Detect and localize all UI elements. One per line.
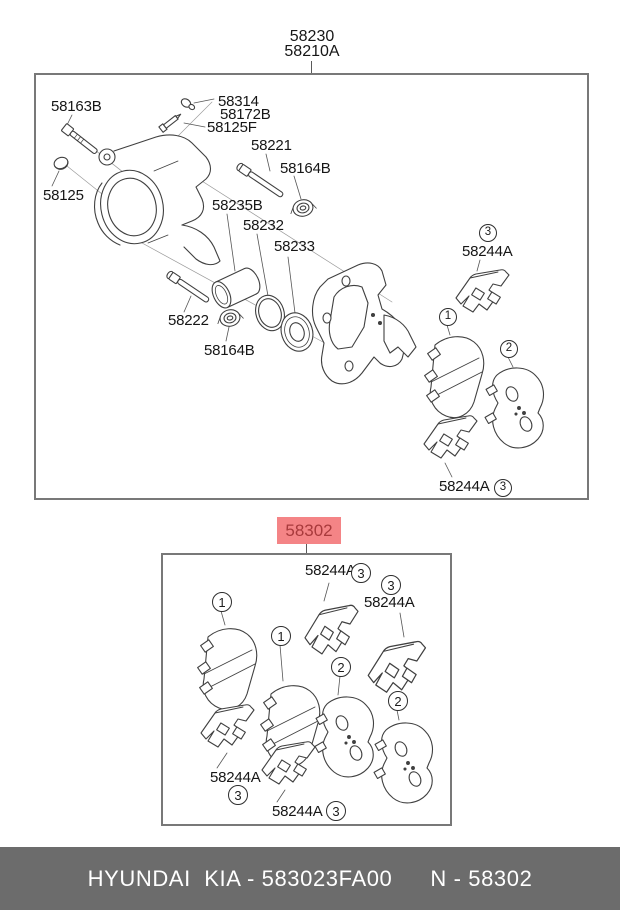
assembly-number-secondary: 58210A [284, 43, 340, 60]
pad-clip-right-drawing [367, 640, 427, 693]
ref-badge-clip-bottom: 3 [494, 479, 512, 497]
inner-pad-a-drawing [197, 628, 258, 711]
part-label-58232: 58232 [243, 217, 284, 234]
assembly-connector-line [311, 61, 312, 73]
part-label-58221: 58221 [251, 137, 292, 154]
part-label-58163b: 58163B [51, 98, 102, 115]
part-label-58164b-bottom: 58164B [204, 342, 255, 359]
part-label-58125: 58125 [43, 187, 84, 204]
ref-badge-pad-inner: 1 [439, 308, 457, 326]
part-label-58244a-kit-bottom-left: 58244A [210, 769, 261, 786]
pad-kit-drawing [197, 582, 434, 804]
assembly-number-primary: 58230 [289, 28, 335, 45]
part-label-58244a-bottom: 58244A [439, 478, 490, 495]
carrier-bracket-drawing [311, 262, 417, 385]
ref-badge-kit-pad-inner-b: 1 [271, 626, 291, 646]
outer-pad-drawing [484, 367, 545, 449]
part-label-58235b: 58235B [212, 197, 263, 214]
leader-lines [51, 98, 514, 478]
caliper-body-drawing [93, 134, 221, 266]
bleeder-cap-drawing [180, 98, 196, 111]
part-label-58244a-kit-right: 58244A [364, 594, 415, 611]
part-label-58222: 58222 [168, 312, 209, 329]
part-label-58233: 58233 [274, 238, 315, 255]
caliper-assembly-diagram: 58163B 58314 58172B 58125F 58221 58164B … [34, 73, 589, 500]
part-callout-connector-line [306, 544, 307, 553]
footer-ref-number: N - 58302 [430, 865, 533, 891]
footer-bar: HYUNDAI KIA - 583023FA00 N - 58302 [0, 847, 620, 910]
part-callout[interactable]: 58302 [277, 517, 341, 544]
outer-pad-a-drawing [314, 696, 375, 778]
ref-badge-kit-clip-right: 3 [381, 575, 401, 595]
piston-seal-drawing [255, 294, 285, 332]
bushing-upper-drawing [288, 196, 318, 220]
ref-badge-kit-clip-top: 3 [351, 563, 371, 583]
piston-boot-drawing [280, 312, 314, 352]
assembly-callout: 58230 58210A [252, 28, 372, 60]
part-callout-label: 58302 [285, 520, 333, 540]
part-label-58125f: 58125F [207, 119, 257, 136]
guide-rod-lower-drawing [166, 270, 210, 303]
caliper-exploded-drawing [51, 98, 545, 478]
part-label-58164b-top: 58164B [280, 160, 331, 177]
pad-clip-bottom-drawing [423, 415, 478, 459]
ref-badge-clip-top: 3 [479, 224, 497, 242]
inner-pad-drawing [424, 336, 485, 419]
guide-rod-upper-drawing [236, 162, 284, 198]
ref-badge-kit-clip-bottom-left: 3 [228, 785, 248, 805]
pad-clip-top-drawing [455, 269, 510, 313]
cap-drawing [53, 156, 69, 170]
guide-bolt-drawing [61, 123, 98, 155]
piston-drawing [211, 267, 261, 309]
pad-clip-top-drawing [304, 604, 359, 655]
pad-clip-bottom-left-drawing [200, 704, 255, 748]
footer-part-id: HYUNDAI KIA - 583023FA00 [87, 865, 393, 891]
pad-kit-diagram: 58244A 58244A 58244A 58244A 3 3 1 1 2 2 … [161, 553, 452, 826]
part-label-58172b: 58172B [220, 106, 271, 123]
ref-badge-kit-clip-bottom-center: 3 [326, 801, 346, 821]
outer-pad-b-drawing [373, 722, 434, 804]
part-label-58314: 58314 [218, 93, 259, 110]
ref-badge-pad-outer: 2 [500, 340, 518, 358]
leader-lines [216, 582, 405, 803]
part-label-58244a-kit-bottom-center: 58244A [272, 803, 323, 820]
bleeder-screw-drawing [158, 113, 182, 133]
ref-badge-kit-pad-outer-b: 2 [388, 691, 408, 711]
part-label-58244a-kit-top: 58244A [305, 562, 356, 579]
part-label-58244a-top: 58244A [462, 243, 513, 260]
bushing-lower-drawing [215, 306, 245, 330]
ref-badge-kit-pad-outer-a: 2 [331, 657, 351, 677]
ref-badge-kit-pad-inner-a: 1 [212, 592, 232, 612]
